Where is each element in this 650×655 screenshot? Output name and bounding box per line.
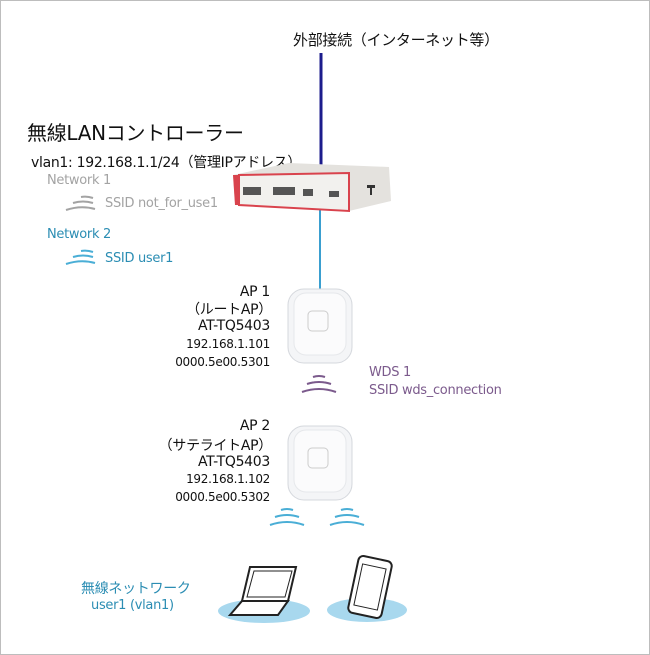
wireless-network-title: 無線ネットワーク — [81, 581, 191, 597]
ap1-name: AP 1 — [239, 284, 270, 300]
ap2-model: AT-TQ5403 — [197, 454, 270, 470]
network-1-ssid: SSID not_for_use1 — [105, 196, 218, 211]
wifi-icon-wds — [301, 375, 337, 393]
ap2-mac: 0000.5e00.5302 — [175, 490, 270, 504]
wds-name: WDS 1 — [369, 365, 412, 380]
wireless-network-sub: user1 (vlan1) — [91, 598, 174, 613]
ap1-mac: 0000.5e00.5301 — [175, 355, 270, 369]
smartphone-client — [327, 555, 407, 622]
ap2-device — [287, 425, 353, 501]
ap2-ip: 192.168.1.102 — [186, 472, 270, 486]
external-label: 外部接続（インターネット等） — [293, 31, 499, 49]
wifi-icon-ap2 — [269, 508, 365, 526]
ap2-role: （サテライトAP） — [158, 438, 273, 454]
ap1-role: （ルートAP） — [186, 302, 272, 318]
ap1-ip: 192.168.1.101 — [186, 337, 270, 351]
laptop-client — [218, 566, 310, 623]
wifi-icon-network-2 — [65, 249, 96, 265]
network-1-label: Network 1 — [47, 173, 111, 188]
controller-vlan: vlan1: 192.168.1.1/24（管理IPアドレス） — [31, 155, 302, 171]
ap2-name: AP 2 — [239, 418, 270, 434]
wifi-icon-network-1 — [65, 195, 96, 211]
controller-title: 無線LANコントローラー — [27, 121, 244, 145]
network-2-label: Network 2 — [47, 227, 111, 242]
ap1-model: AT-TQ5403 — [197, 318, 270, 334]
ap1-device — [287, 288, 353, 364]
wlan-controller-device — [233, 163, 391, 213]
network-2-ssid: SSID user1 — [105, 251, 174, 266]
wds-ssid: SSID wds_connection — [369, 383, 502, 398]
